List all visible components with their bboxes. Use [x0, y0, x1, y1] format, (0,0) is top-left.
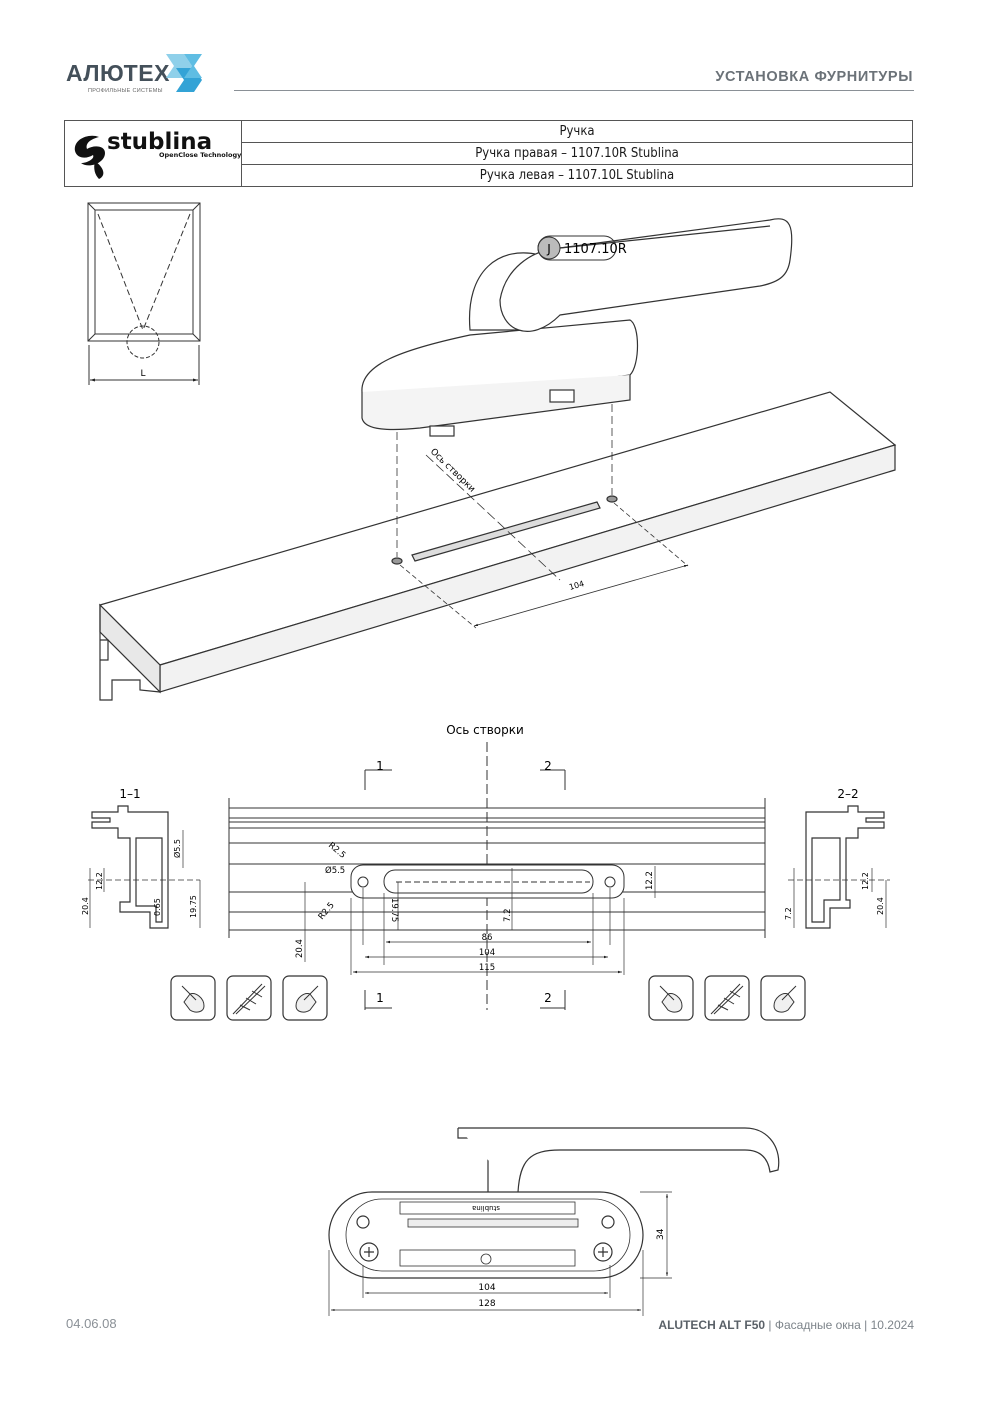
section-title-1-1: 1–1 — [119, 787, 140, 801]
section-2-2-profile — [805, 805, 885, 929]
instruction-icons-left — [170, 975, 328, 1021]
iso-axis-label: Ось створки — [428, 447, 477, 495]
sec2-dim-72: 7.2 — [784, 907, 793, 920]
section-mark-2-top: 2 — [544, 759, 552, 773]
section-title-2-2: 2–2 — [837, 787, 858, 801]
section-2-2-dims — [788, 868, 890, 928]
brand-subtitle: ПРОФИЛЬНЫЕ СИСТЕМЫ — [88, 88, 163, 94]
sec-dim-d55: Ø5.5 — [172, 839, 182, 858]
handle-brand-mark: stublina — [472, 1204, 500, 1212]
sec-dim-1975: 19.75 — [189, 895, 198, 918]
section-mark-1-top: 1 — [376, 759, 384, 773]
hand-point-icon — [282, 975, 328, 1021]
footer-product: ALUTECH ALT F50 — [658, 1318, 766, 1332]
dim-r25-top: R2.5 — [326, 841, 347, 861]
brand-logo-text: АЛЮТЕХ — [66, 60, 170, 86]
sec-dim-204: 20.4 — [81, 897, 90, 915]
footer-info: ALUTECH ALT F50 | Фасадные окна | 10.202… — [658, 1318, 914, 1332]
part-code: 1107.10R — [564, 242, 627, 257]
drill-bit-icon — [704, 975, 750, 1021]
brand-logo-icon — [166, 54, 202, 92]
dim-72-inner: 7.2 — [503, 908, 513, 922]
section-title: УСТАНОВКА ФУРНИТУРЫ — [715, 69, 913, 85]
sec2-dim-204: 20.4 — [876, 897, 885, 915]
dim-86: 86 — [482, 933, 493, 943]
page-code: 04.06.08 — [66, 1316, 117, 1331]
handle-base-plate — [328, 1191, 644, 1279]
dim-122-right: 12.2 — [645, 871, 655, 890]
dim-204-left: 20.4 — [295, 939, 305, 958]
drill-bit-icon — [226, 975, 272, 1021]
dim-r25-bottom: R2.5 — [317, 901, 337, 922]
part-badge: J — [546, 242, 551, 256]
isometric-profile — [98, 391, 897, 701]
spec-table: stublina OpenClose Technology Ручка Ручк… — [64, 120, 913, 187]
section-mark-2-bottom: 2 — [544, 991, 552, 1005]
handle-dim-104: 104 — [478, 1283, 495, 1293]
hand-point-icon — [170, 975, 216, 1021]
dim-1975-inner: 19.75 — [389, 898, 399, 922]
handle-side-view — [457, 1127, 780, 1193]
handle-dim-34: 34 — [656, 1228, 666, 1240]
frame-width-label: L — [140, 369, 145, 379]
handle-dims — [328, 1191, 672, 1316]
window-thumbnail — [87, 202, 201, 385]
sec-dim-122: 12.2 — [95, 872, 104, 890]
stublina-logo: stublina OpenClose Technology — [74, 129, 242, 179]
section-1-1-profile — [91, 805, 169, 929]
handle-dim-128: 128 — [478, 1299, 495, 1309]
spec-row-left: Ручка левая – 1107.10L Stublina — [241, 164, 913, 187]
plan-axis-label: Ось створки — [446, 723, 524, 737]
isometric-handle — [361, 218, 793, 437]
hand-point-icon — [760, 975, 806, 1021]
dim-d55: Ø5.5 — [325, 865, 345, 876]
footer-details: | Фасадные окна | 10.2024 — [768, 1318, 914, 1332]
plan-profile — [228, 742, 766, 1010]
supplier-name: stublina — [107, 129, 212, 155]
section-mark-1-bottom: 1 — [376, 991, 384, 1005]
supplier-tagline: OpenClose Technology — [159, 151, 241, 159]
spec-row-right: Ручка правая – 1107.10R Stublina — [241, 142, 913, 165]
dim-115: 115 — [479, 963, 495, 973]
section-1-1-dims — [88, 830, 201, 928]
part-label-frame — [537, 235, 617, 261]
iso-dim-104: 104 — [568, 579, 585, 592]
sec2-dim-122: 12.2 — [861, 872, 870, 890]
dim-104-plan: 104 — [479, 948, 495, 958]
header-rule — [234, 90, 914, 91]
hand-point-icon — [648, 975, 694, 1021]
sec-dim-065: 0.65 — [153, 898, 162, 916]
supplier-logo-cell: stublina OpenClose Technology — [64, 120, 242, 187]
instruction-icons-right — [648, 975, 806, 1021]
